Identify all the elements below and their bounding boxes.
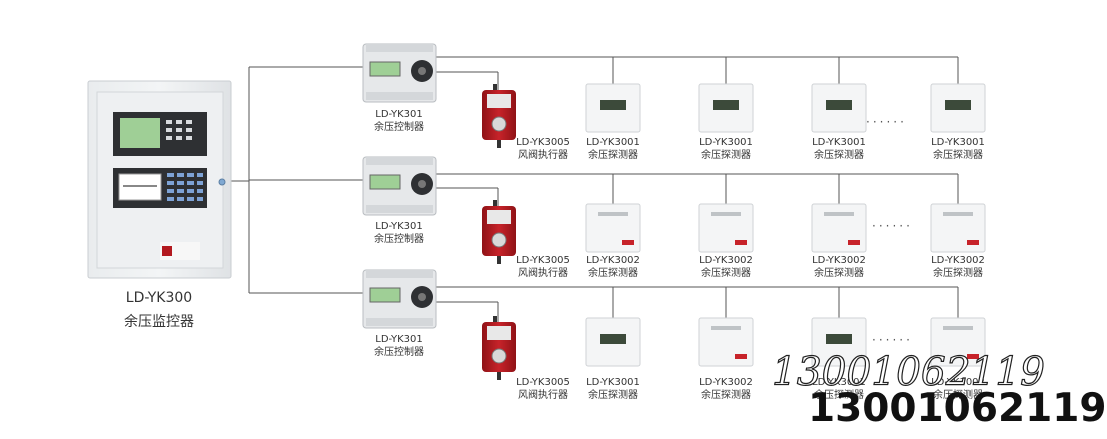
detector-model: LD-YK3002 [699, 377, 753, 388]
row-3-wiring [436, 286, 959, 322]
more-detectors-ellipsis: ······ [872, 219, 913, 233]
system-diagram: LD-YK300 余压监控器 LD-YK301 余压控制器 L [87, 43, 986, 401]
actuator-name: 风阀执行器 [518, 266, 568, 279]
detector-model: LD-YK3001 [931, 137, 985, 148]
detector-1-1: LD-YK3001 余压探测器 [585, 83, 641, 161]
detector-1-4: LD-YK3001 余压探测器 [930, 83, 986, 161]
detector-model: LD-YK3001 [586, 137, 640, 148]
detector-model: LD-YK3002 [931, 377, 985, 388]
more-detectors-ellipsis: ······ [872, 333, 913, 347]
controller-name: 余压控制器 [374, 232, 424, 245]
detector-model: LD-YK3001 [812, 377, 866, 388]
controller-3: LD-YK301 余压控制器 [362, 269, 437, 358]
row-2-wiring [436, 173, 959, 206]
detector-name: 余压探测器 [588, 148, 638, 161]
detector-name: 余压探测器 [814, 266, 864, 279]
actuator-model: LD-YK3005 [516, 377, 570, 388]
detector-model: LD-YK3002 [812, 255, 866, 266]
detector-name: 余压探测器 [814, 388, 864, 401]
row-1: LD-YK301 余压控制器 LD-YK3005 风阀执行器 LD-YK3001… [362, 43, 986, 161]
detector-2-4: LD-YK3002 余压探测器 [930, 203, 986, 279]
detector-model: LD-YK3001 [699, 137, 753, 148]
controller-1: LD-YK301 余压控制器 [362, 43, 437, 133]
detector-name: 余压探测器 [588, 266, 638, 279]
detector-name: 余压探测器 [701, 148, 751, 161]
detector-name: 余压探测器 [933, 148, 983, 161]
detector-3-3: LD-YK3001 余压探测器 [811, 317, 867, 401]
controller-name: 余压控制器 [374, 345, 424, 358]
trunk-wiring [231, 66, 363, 294]
detector-2-1: LD-YK3002 余压探测器 [585, 203, 641, 279]
detector-name: 余压探测器 [933, 266, 983, 279]
detector-name: 余压探测器 [701, 388, 751, 401]
detector-model: LD-YK3002 [586, 255, 640, 266]
monitor-name: 余压监控器 [124, 313, 194, 330]
controller-model: LD-YK301 [375, 334, 422, 345]
controller-2: LD-YK301 余压控制器 [362, 156, 437, 245]
monitor-lcd [120, 118, 160, 148]
detector-model: LD-YK3001 [586, 377, 640, 388]
detector-model: LD-YK3001 [812, 137, 866, 148]
detector-1-3: LD-YK3001 余压探测器 [811, 83, 867, 161]
detector-name: 余压探测器 [933, 388, 983, 401]
actuator-model: LD-YK3005 [516, 255, 570, 266]
phone-watermark-solid: 13001062119 [808, 386, 1107, 431]
row-3: LD-YK301 余压控制器 LD-YK3005 风阀执行器 LD-YK3001… [362, 269, 986, 401]
row-1-wiring [436, 56, 959, 90]
detector-1-2: LD-YK3001 余压探测器 [698, 83, 754, 161]
actuator-name: 风阀执行器 [518, 388, 568, 401]
phone-watermark-outline: 13001062119 [771, 349, 1045, 395]
detector-name: 余压探测器 [588, 388, 638, 401]
detector-name: 余压探测器 [814, 148, 864, 161]
actuator-2: LD-YK3005 风阀执行器 [482, 200, 570, 279]
monitor-model: LD-YK300 [126, 290, 192, 306]
actuator-name: 风阀执行器 [518, 148, 568, 161]
detector-3-2: LD-YK3002 余压探测器 [698, 317, 754, 401]
actuator-3: LD-YK3005 风阀执行器 [482, 316, 570, 401]
detector-3-1: LD-YK3001 余压探测器 [585, 317, 641, 401]
controller-model: LD-YK301 [375, 221, 422, 232]
row-2: LD-YK301 余压控制器 LD-YK3005 风阀执行器 LD-YK3002… [362, 156, 986, 279]
controller-name: 余压控制器 [374, 120, 424, 133]
monitor-lock-icon [218, 178, 226, 186]
detector-model: LD-YK3002 [699, 255, 753, 266]
controller-model: LD-YK301 [375, 109, 422, 120]
detector-model: LD-YK3002 [931, 255, 985, 266]
detector-3-4: LD-YK3002 余压探测器 [930, 317, 986, 401]
actuator-1: LD-YK3005 风阀执行器 [482, 84, 570, 161]
detector-name: 余压探测器 [701, 266, 751, 279]
monitor-cabinet: LD-YK300 余压监控器 [87, 80, 232, 330]
detector-2-2: LD-YK3002 余压探测器 [698, 203, 754, 279]
detector-2-3: LD-YK3002 余压探测器 [811, 203, 867, 279]
more-detectors-ellipsis: ······ [866, 115, 907, 129]
actuator-model: LD-YK3005 [516, 137, 570, 148]
